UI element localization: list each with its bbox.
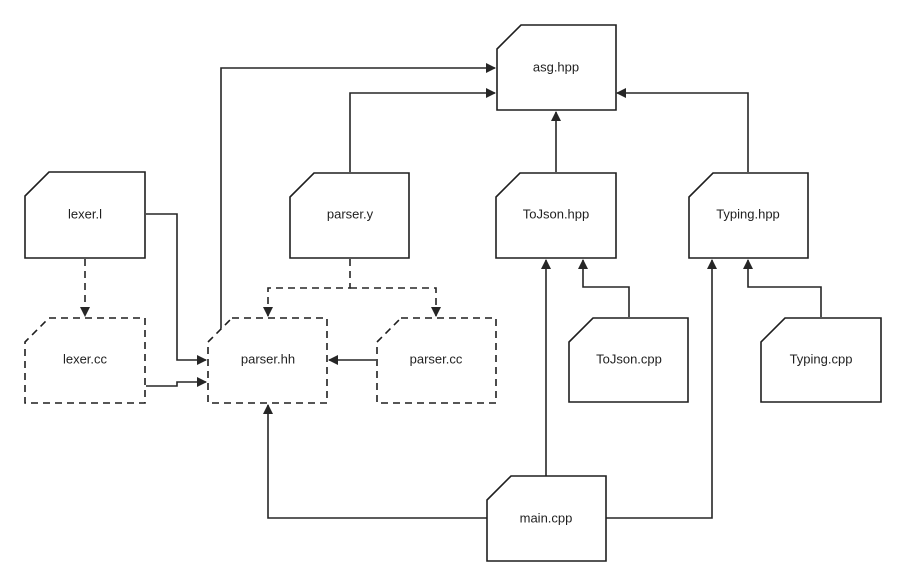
- node-label: ToJson.hpp: [523, 206, 590, 221]
- file-shape: [568, 317, 689, 403]
- node-main-cpp[interactable]: main.cpp: [486, 475, 607, 562]
- node-typing-cpp[interactable]: Typing.cpp: [760, 317, 882, 403]
- edge-lexer-l-to-parser-hh: [146, 213, 207, 365]
- edge-lexer-cc-to-parser-hh: [146, 377, 207, 387]
- file-shape: [376, 317, 497, 404]
- file-shape: [486, 475, 607, 562]
- edge-typing-hpp-to-asg-hpp: [616, 88, 749, 172]
- node-label: asg.hpp: [533, 59, 579, 74]
- node-lexer-cc[interactable]: lexer.cc: [24, 317, 146, 404]
- node-label: parser.cc: [410, 351, 463, 366]
- file-shape: [207, 317, 328, 404]
- node-asg-hpp[interactable]: asg.hpp: [496, 24, 617, 111]
- node-label: Typing.hpp: [716, 206, 780, 221]
- edge-parser-hh-to-asg-hpp: [220, 63, 496, 330]
- node-label: lexer.l: [68, 206, 102, 221]
- node-parser-y[interactable]: parser.y: [289, 172, 410, 259]
- node-tojson-hpp[interactable]: ToJson.hpp: [495, 172, 617, 259]
- edge-main-cpp-to-parser-hh: [263, 404, 487, 519]
- file-shape: [289, 172, 410, 259]
- file-shape: [24, 171, 146, 259]
- file-shape: [495, 172, 617, 259]
- node-typing-hpp[interactable]: Typing.hpp: [688, 172, 809, 259]
- edge-tojson-cpp-to-tojson-hpp: [578, 259, 630, 317]
- file-shape: [496, 24, 617, 111]
- edge-typing-cpp-to-typing-hpp: [743, 259, 822, 317]
- edge-parser-y-to-asg-hpp: [349, 88, 496, 172]
- node-lexer-l[interactable]: lexer.l: [24, 171, 146, 259]
- file-shape: [688, 172, 809, 259]
- node-label: parser.hh: [241, 351, 295, 366]
- node-parser-hh[interactable]: parser.hh: [207, 317, 328, 404]
- node-tojson-cpp[interactable]: ToJson.cpp: [568, 317, 689, 403]
- node-parser-cc[interactable]: parser.cc: [376, 317, 497, 404]
- edge-main-cpp-to-typing-hpp: [606, 259, 717, 519]
- edge-parser-y-to-parser-cc: [350, 287, 441, 317]
- node-label: parser.y: [327, 206, 374, 221]
- file-shape: [24, 317, 146, 404]
- edges: [80, 63, 822, 519]
- node-label: ToJson.cpp: [596, 351, 662, 366]
- node-label: lexer.cc: [63, 351, 108, 366]
- edge-parser-y-to-parser-hh: [263, 259, 351, 317]
- file-shape: [760, 317, 882, 403]
- node-label: main.cpp: [520, 510, 573, 525]
- node-label: Typing.cpp: [790, 351, 853, 366]
